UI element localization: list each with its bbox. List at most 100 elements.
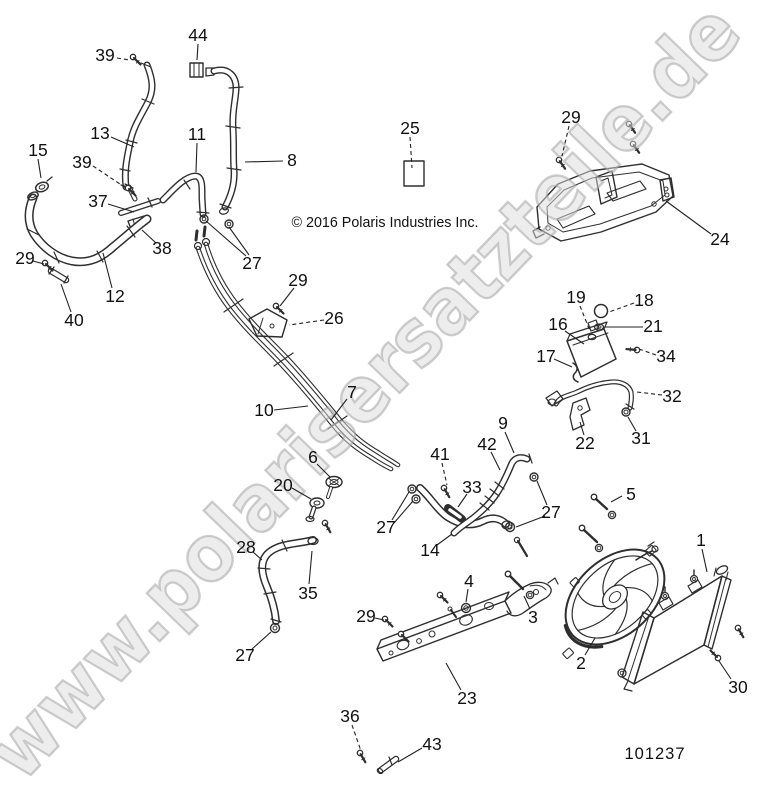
leader-line xyxy=(608,302,635,313)
leader-line xyxy=(409,136,413,169)
diagram-art xyxy=(27,53,748,775)
bracket-32 xyxy=(545,382,635,409)
callout-label-41: 41 xyxy=(430,444,449,464)
decal-25 xyxy=(403,160,425,187)
leader-line xyxy=(436,533,453,546)
seal-21 xyxy=(593,323,605,331)
callout-label-7: 7 xyxy=(347,382,357,402)
callout-label-20: 20 xyxy=(273,475,293,495)
leader-line xyxy=(251,631,272,650)
callout-label-29: 29 xyxy=(561,107,580,127)
leader-line xyxy=(351,724,362,752)
leader-line xyxy=(273,405,309,411)
callout-label-27: 27 xyxy=(376,517,395,537)
leader-line xyxy=(536,480,548,506)
mount-bracket-23 xyxy=(376,577,559,662)
fitting-43 xyxy=(376,755,400,775)
leader-line xyxy=(579,421,585,436)
callout-label-6: 6 xyxy=(308,447,318,467)
nut-31 xyxy=(621,407,631,417)
screw-29d xyxy=(381,615,394,628)
callout-label-42: 42 xyxy=(477,434,496,454)
callout-label-9: 9 xyxy=(498,413,508,433)
hose-42 xyxy=(454,453,539,533)
hose-14 xyxy=(407,485,516,533)
callout-label-19: 19 xyxy=(566,287,585,307)
leader-line xyxy=(110,136,135,148)
callout-label-29: 29 xyxy=(288,270,307,290)
clamp-15 xyxy=(34,176,53,193)
coolant-tubes-7-10 xyxy=(193,225,399,469)
hose-28 xyxy=(257,538,319,634)
callout-label-39: 39 xyxy=(72,152,91,172)
leader-line xyxy=(316,463,331,478)
callout-label-33: 33 xyxy=(462,477,481,497)
leader-line xyxy=(141,229,157,244)
leader-line xyxy=(116,57,131,61)
leader-line xyxy=(553,358,573,368)
callout-label-12: 12 xyxy=(105,286,124,306)
screw-20b xyxy=(319,518,335,534)
leader-line xyxy=(441,462,448,486)
leader-line xyxy=(445,662,462,691)
leader-line xyxy=(107,203,135,213)
callout-label-5: 5 xyxy=(626,484,636,504)
screw-34 xyxy=(625,341,642,358)
pin xyxy=(447,536,529,618)
hose-8 xyxy=(205,68,244,215)
leader-line xyxy=(391,491,410,521)
leader-line xyxy=(523,595,531,610)
leader-line xyxy=(291,487,312,500)
callout-label-4: 4 xyxy=(464,571,474,591)
callout-label-10: 10 xyxy=(254,400,274,420)
callout-label-3: 3 xyxy=(528,607,538,627)
callout-label-8: 8 xyxy=(287,150,297,170)
callout-label-43: 43 xyxy=(422,734,441,754)
leader-line xyxy=(515,515,546,528)
bolt-fan xyxy=(578,524,604,553)
screw-36 xyxy=(354,748,370,764)
callout-label-40: 40 xyxy=(64,310,84,330)
callout-label-24: 24 xyxy=(710,229,730,249)
leader-line xyxy=(196,43,199,61)
fitting-6 xyxy=(325,475,343,499)
leader-line xyxy=(504,431,515,454)
screw-41 xyxy=(438,483,454,499)
callout-label-35: 35 xyxy=(298,583,317,603)
reservoir-16 xyxy=(566,319,617,378)
leader-line xyxy=(665,200,712,235)
hose-11 xyxy=(163,176,210,214)
screw-23b xyxy=(436,591,449,604)
callout-label-31: 31 xyxy=(631,428,650,448)
leader-line xyxy=(718,660,732,680)
callout-label-26: 26 xyxy=(324,308,343,328)
leader-line xyxy=(635,347,657,356)
leader-line xyxy=(195,142,198,173)
screw-39a xyxy=(129,53,142,66)
leader-line xyxy=(374,617,385,621)
callout-label-15: 15 xyxy=(28,140,47,160)
screw-30b xyxy=(709,649,722,662)
screw-30 xyxy=(732,623,748,639)
callout-label-30: 30 xyxy=(728,677,748,697)
leader-line xyxy=(244,160,284,163)
leader-line xyxy=(205,220,247,257)
radiator-1 xyxy=(617,565,732,692)
leader-line xyxy=(279,287,295,307)
leader-line xyxy=(330,398,348,421)
cap-18 xyxy=(593,303,609,319)
bracket-22 xyxy=(569,397,591,431)
clamp-44 xyxy=(189,62,204,78)
callout-label-2: 2 xyxy=(576,653,586,673)
leader-line xyxy=(228,226,250,256)
callout-label-28: 28 xyxy=(236,537,255,557)
callout-label-27: 27 xyxy=(242,253,261,273)
leader-line xyxy=(393,500,414,524)
callout-label-22: 22 xyxy=(575,433,594,453)
callout-label-27: 27 xyxy=(541,502,560,522)
callout-label-21: 21 xyxy=(643,316,662,336)
hose-12 xyxy=(27,191,147,263)
callout-label-37: 37 xyxy=(88,191,107,211)
